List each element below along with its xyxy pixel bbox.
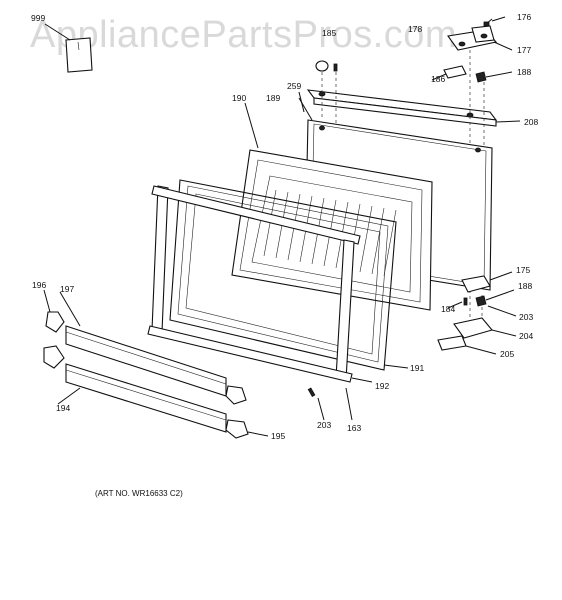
callout-163: 163 bbox=[347, 423, 362, 433]
callout-194: 194 bbox=[56, 403, 71, 413]
callout-203-bottom: 203 bbox=[317, 420, 332, 430]
callout-999: 999 bbox=[31, 13, 46, 23]
callout-188-bottom: 188 bbox=[518, 281, 533, 291]
callout-205: 205 bbox=[500, 349, 515, 359]
callout-184: 184 bbox=[441, 304, 456, 314]
callout-204: 204 bbox=[519, 331, 534, 341]
callout-177: 177 bbox=[517, 45, 532, 55]
screw-parts bbox=[307, 387, 353, 421]
breaker-frame-part bbox=[147, 185, 373, 383]
callout-195: 195 bbox=[271, 431, 286, 441]
callout-196: 196 bbox=[32, 280, 47, 290]
plug-185-part bbox=[315, 60, 338, 72]
callout-188-top: 188 bbox=[517, 67, 532, 77]
top-channel-bar-part bbox=[306, 89, 521, 127]
callout-185: 185 bbox=[322, 28, 337, 38]
callout-186: 186 bbox=[431, 74, 446, 84]
callout-197: 197 bbox=[60, 284, 75, 294]
callout-189: 189 bbox=[266, 93, 281, 103]
door-gasket-part bbox=[169, 179, 409, 371]
watermark: AppliancePartsPros.com bbox=[30, 14, 458, 56]
callout-190: 190 bbox=[232, 93, 247, 103]
assembly-guide-lines bbox=[321, 50, 485, 330]
bottom-trim-194-part bbox=[57, 363, 227, 433]
callout-176: 176 bbox=[517, 12, 532, 22]
hinge-shim-part bbox=[431, 65, 513, 83]
art-number: (ART NO. WR16633 C2) bbox=[95, 489, 183, 498]
callout-192: 192 bbox=[375, 381, 390, 391]
callout-208: 208 bbox=[524, 117, 539, 127]
callout-191: 191 bbox=[410, 363, 425, 373]
lower-hinge-parts bbox=[437, 271, 517, 355]
top-hinge-part bbox=[447, 16, 513, 51]
callout-203-right: 203 bbox=[519, 312, 534, 322]
end-cap-parts bbox=[43, 289, 269, 439]
callout-178: 178 bbox=[408, 24, 423, 34]
literature-booklet-part bbox=[44, 23, 93, 73]
callout-175: 175 bbox=[516, 265, 531, 275]
callout-259: 259 bbox=[287, 81, 302, 91]
